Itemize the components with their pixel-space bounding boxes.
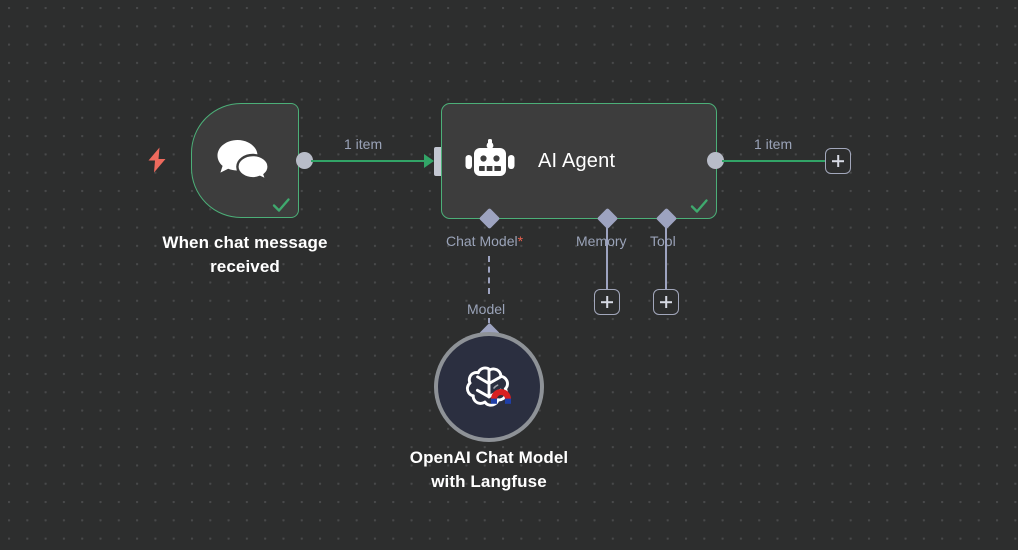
node-title-openai-chat-model: OpenAI Chat Model with Langfuse [409, 448, 569, 491]
agent-output-endpoint[interactable] [707, 152, 724, 169]
connection-label-agent-to-next: 1 item [754, 136, 793, 152]
connection-arrow-trigger-to-agent [424, 154, 434, 168]
connection-label-trigger-to-agent: 1 item [344, 136, 383, 152]
required-asterisk: * [517, 233, 524, 249]
magnet-icon [488, 381, 514, 405]
connection-memory-stub[interactable] [606, 222, 608, 290]
connection-label-model: Model [467, 301, 506, 317]
check-icon [271, 195, 291, 215]
add-memory-button[interactable] [594, 289, 620, 315]
connection-trigger-to-agent[interactable] [311, 160, 424, 162]
node-when-chat-message-received[interactable] [191, 103, 299, 218]
sub-connector-label-chat-model: Chat Model* [446, 233, 523, 249]
node-ai-agent[interactable]: AI Agent [441, 103, 717, 219]
lightning-bolt-icon [146, 147, 168, 173]
robot-icon [464, 139, 516, 183]
sub-connector-label-tool: Tool [650, 233, 676, 249]
node-title-trigger: When chat message received [162, 233, 328, 276]
agent-input-endpoint[interactable] [434, 147, 445, 176]
connection-agent-to-next[interactable] [722, 160, 827, 162]
add-node-button[interactable] [825, 148, 851, 174]
connection-agent-to-model[interactable] [488, 256, 490, 294]
sub-connector-label-chat-model-text: Chat Model [446, 233, 518, 249]
node-openai-chat-model[interactable] [434, 332, 544, 442]
node-label-ai-agent: AI Agent [538, 149, 616, 172]
check-icon [689, 196, 709, 216]
connection-tool-stub[interactable] [665, 222, 667, 290]
chat-bubbles-icon [215, 138, 271, 184]
add-tool-button[interactable] [653, 289, 679, 315]
sub-connector-label-memory: Memory [576, 233, 627, 249]
trigger-output-endpoint[interactable] [296, 152, 313, 169]
